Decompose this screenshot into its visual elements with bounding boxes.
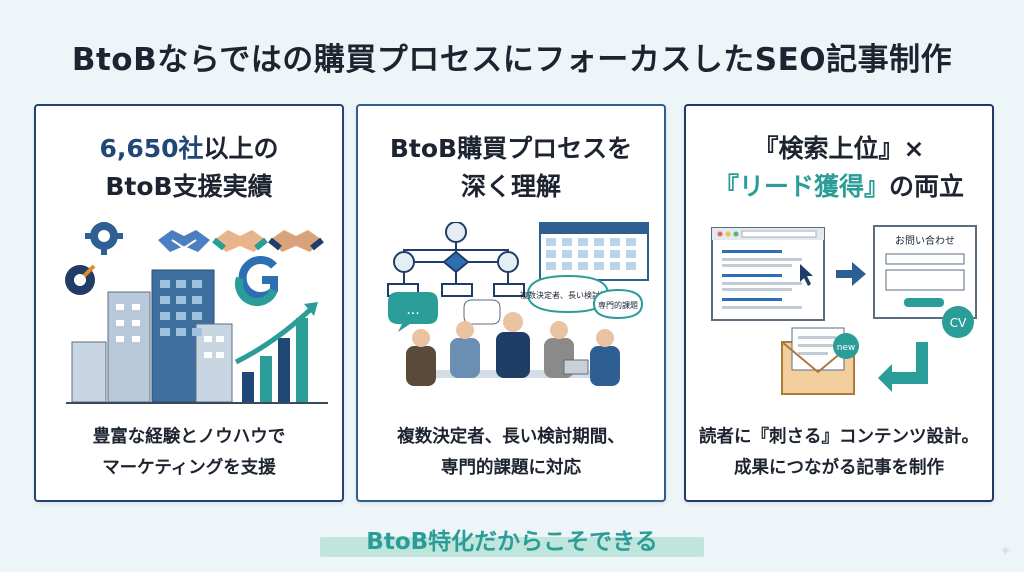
form-icon: お問い合わせ CV — [873, 225, 977, 338]
card-heading: BtoB購買プロセスを 深く理解 — [358, 130, 664, 206]
heading-line-1: 『検索上位』× — [753, 134, 925, 163]
card-description: 豊富な経験とノウハウで マーケティングを支援 — [36, 422, 342, 484]
lead-acquisition: 『リード獲得』 — [713, 172, 889, 201]
description-line-2: マーケティングを支援 — [102, 458, 276, 478]
meeting-icon: ... 複数決定者、長い検討期間 専門的課題 — [388, 274, 644, 386]
calendar-icon — [539, 222, 649, 281]
form-title: お問い合わせ — [895, 234, 955, 247]
building-icon — [71, 269, 233, 403]
description-line-1: 読者に『刺さる』コンテンツ設計。 — [699, 427, 979, 447]
card-seo-leads: 『検索上位』× 『リード獲得』の両立 お問い合わせ CV — [684, 104, 994, 502]
heading-line-2: BtoB支援実績 — [105, 172, 273, 201]
card-description: 複数決定者、長い検討期間、 専門的課題に対応 — [358, 422, 664, 484]
heading-line-1: BtoB購買プロセスを — [389, 134, 633, 163]
cv-badge: CV — [950, 316, 967, 330]
gear-icon — [85, 222, 123, 255]
g-logo-icon — [234, 256, 278, 306]
return-arrow-icon — [878, 342, 928, 392]
bottom-tagline: BtoB特化だからこそできる — [366, 529, 658, 555]
description-line-2: 成果につながる記事を制作 — [734, 458, 944, 478]
arrow-right-icon — [836, 262, 866, 286]
sparkle-icon: ✦ — [998, 541, 1012, 560]
speech-bubble-decision: 複数決定者、長い検討期間 — [520, 290, 616, 300]
handshake-icon — [158, 230, 210, 252]
description-line-1: 豊富な経験とノウハウで — [92, 427, 286, 447]
new-badge: new — [837, 343, 856, 353]
description-line-1: 複数決定者、長い検討期間、 — [397, 427, 625, 447]
card-heading: 6,650社以上の BtoB支援実績 — [36, 130, 342, 206]
handshake-icon — [212, 230, 268, 252]
description-line-2: 専門的課題に対応 — [441, 458, 581, 478]
page-title: BtoBならではの購買プロセスにフォーカスしたSEO記事制作 — [71, 42, 953, 78]
card-description: 読者に『刺さる』コンテンツ設計。 成果につながる記事を制作 — [686, 422, 992, 484]
seo-lead-illustration: お問い合わせ CV new — [711, 225, 977, 395]
browser-window-icon — [711, 227, 825, 321]
heading-suffix: 以上の — [203, 134, 279, 163]
card-track-record: 6,650社以上の BtoB支援実績 — [34, 104, 344, 502]
wrench-gear-icon — [65, 264, 96, 295]
handshake-icon — [268, 230, 324, 252]
company-count: 6,650社 — [99, 134, 204, 163]
tagline-highlight — [320, 537, 704, 557]
heading-suffix: の両立 — [889, 172, 965, 201]
envelope-icon: new — [781, 327, 859, 395]
growth-chart-icon — [234, 302, 318, 402]
card-buying-process: BtoB購買プロセスを 深く理解 ... — [356, 104, 666, 502]
org-chart-icon — [387, 222, 525, 297]
speech-bubble-expertise: 専門的課題 — [598, 300, 638, 310]
card-heading: 『検索上位』× 『リード獲得』の両立 — [686, 130, 992, 206]
buying-process-illustration: ... 複数決定者、長い検討期間 専門的課題 — [387, 222, 649, 386]
track-record-illustration — [65, 222, 328, 404]
speech-bubble-dots: ... — [406, 302, 419, 318]
heading-line-2: 深く理解 — [460, 172, 561, 201]
